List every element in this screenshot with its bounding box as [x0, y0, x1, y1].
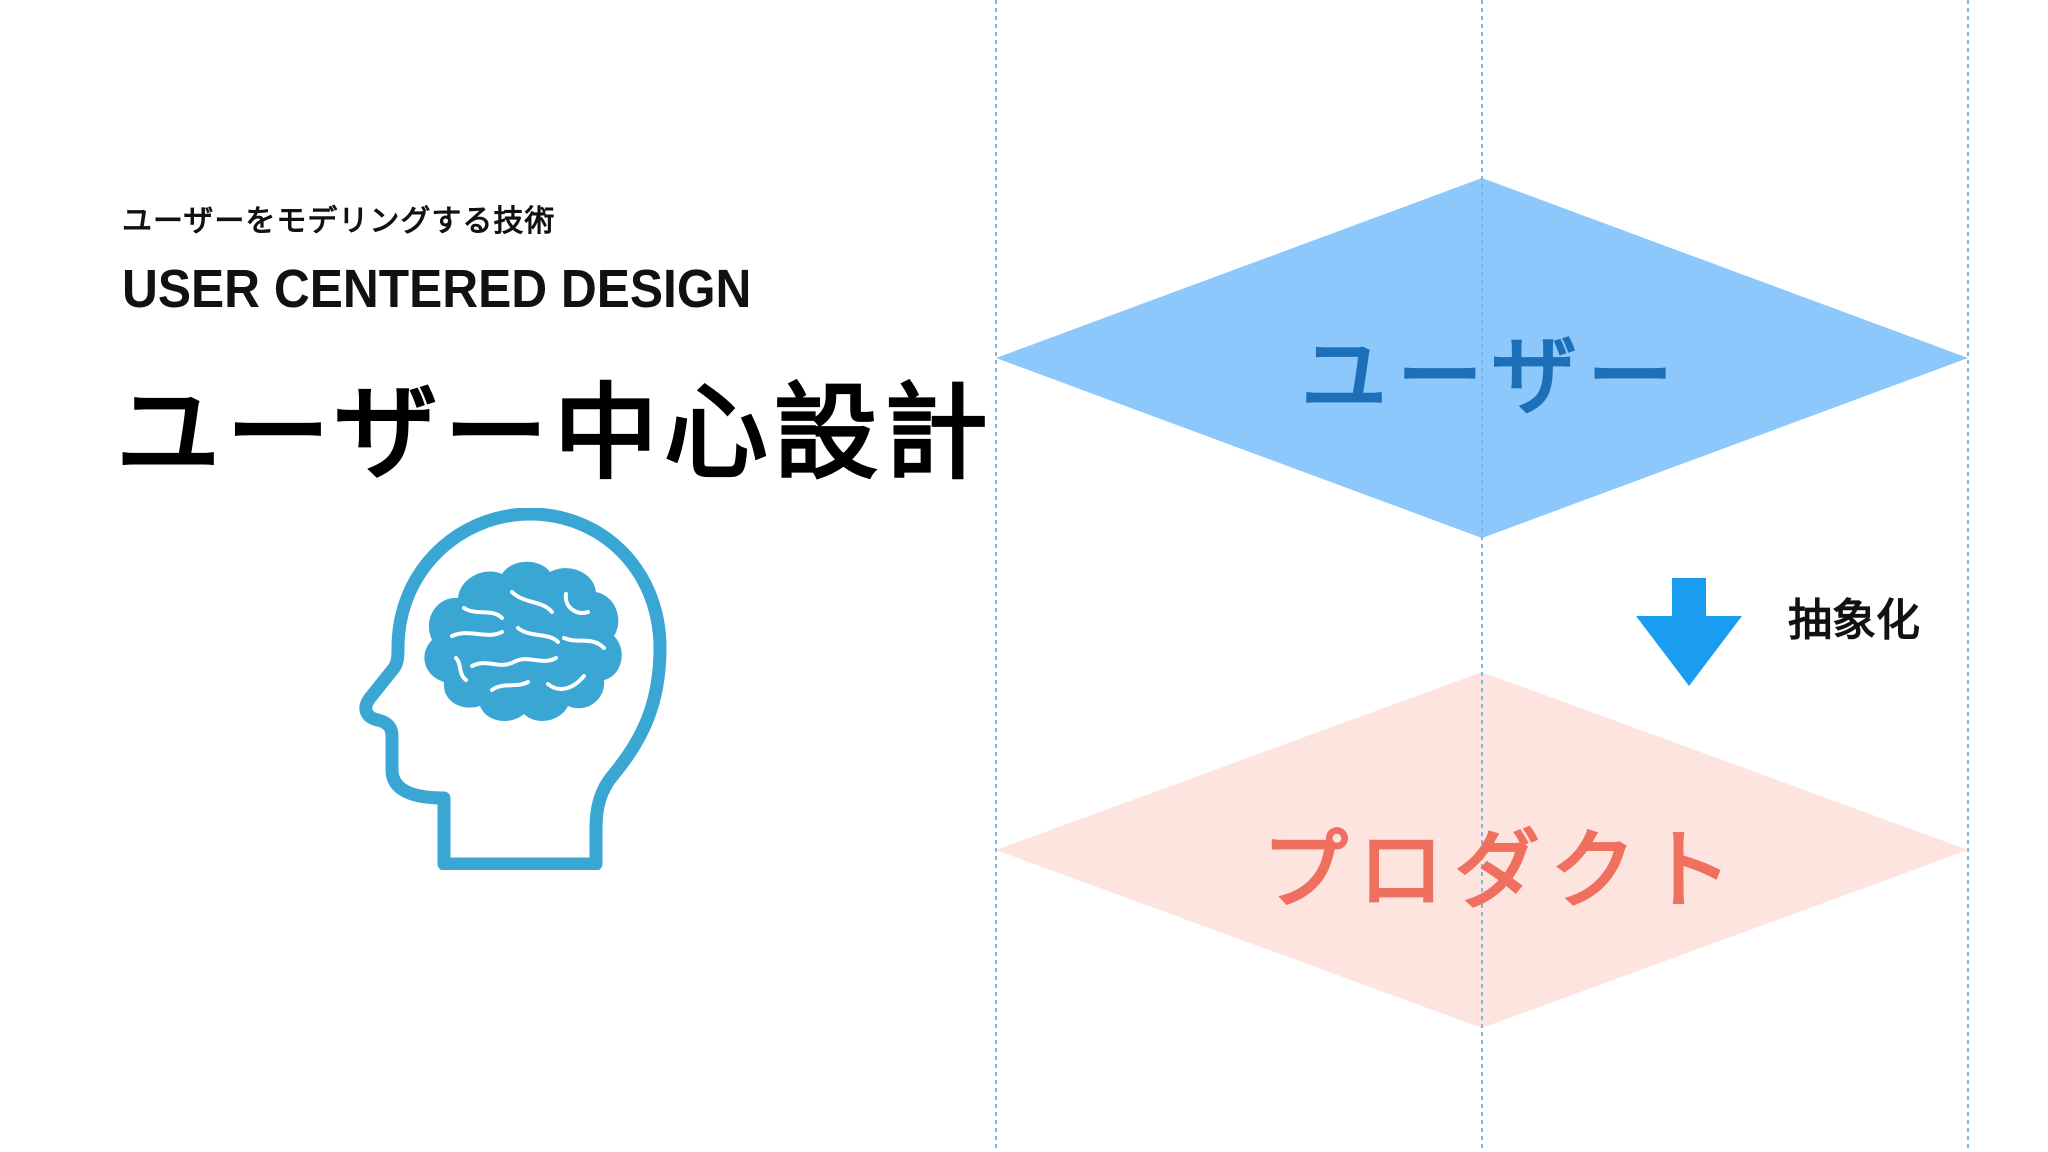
- abstraction-label: 抽象化: [1788, 595, 1920, 646]
- page-title: ユーザー中心設計: [116, 372, 994, 494]
- subtitle-japanese: ユーザーをモデリングする技術: [122, 204, 556, 239]
- subtitle-english: USER CENTERED DESIGN: [122, 259, 752, 319]
- head-brain-icon: [359, 508, 667, 870]
- user-label: ユーザー: [1300, 327, 1684, 427]
- guide-lines: [995, 0, 1969, 1152]
- head-outline: [359, 508, 667, 870]
- product-label: プロダクト: [1262, 821, 1742, 921]
- user-diamond: [996, 178, 1968, 538]
- down-arrow-icon: [1636, 578, 1742, 686]
- brain-icon: [424, 561, 622, 721]
